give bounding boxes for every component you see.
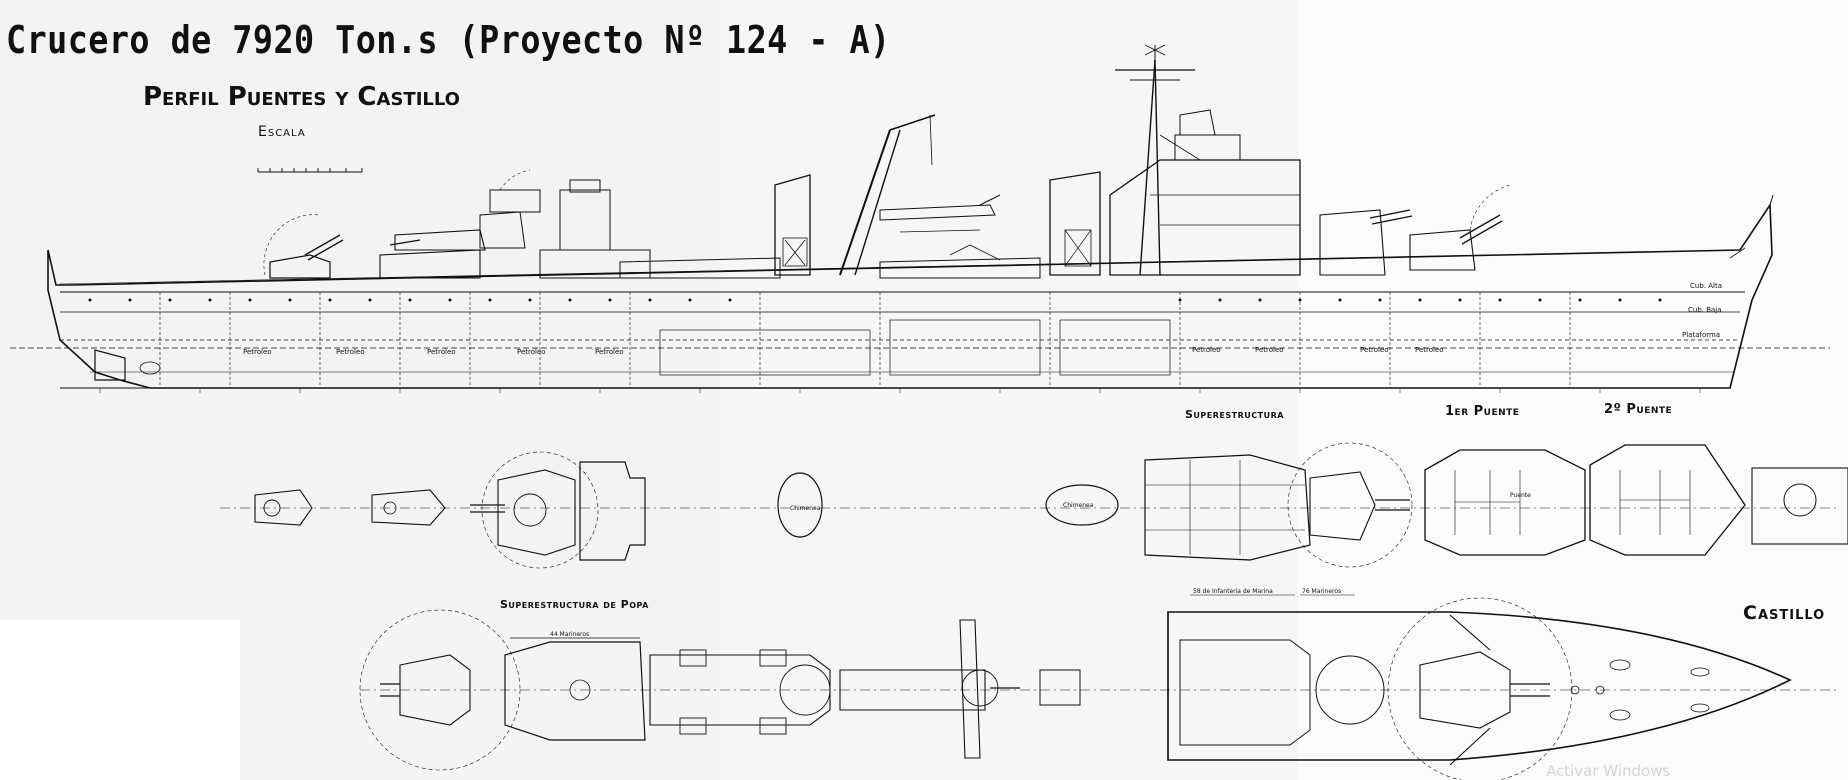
label-marineros-44: 44 Marineros	[550, 631, 589, 638]
label-chimenea-fwd: Chimenea	[1063, 502, 1094, 509]
label-infanteria: 58 de Infanteria de Marina	[1193, 588, 1273, 595]
section-superestructura: Superestructura	[1185, 408, 1284, 421]
section-primer-puente: 1er Puente	[1445, 404, 1520, 419]
plan-views	[220, 442, 1848, 569]
label-petroleo-7: Petroleo	[1255, 346, 1284, 354]
scan-panel-right	[1298, 0, 1848, 780]
scan-panel-middle	[720, 0, 1300, 780]
scan-panel-left	[0, 0, 720, 620]
label-petroleo-1: Petroleo	[243, 348, 272, 356]
label-petroleo-3: Petroleo	[427, 348, 456, 356]
drawing-subtitle: Perfil Puentes y Castillo	[143, 82, 460, 112]
label-petroleo-6: Petroleo	[1192, 346, 1221, 354]
label-cub-alta: Cub. Alta	[1690, 282, 1722, 290]
label-chimenea-aft: Chimenea	[790, 505, 821, 512]
label-plataforma: Plataforma	[1682, 331, 1720, 339]
drawing-title: Crucero de 7920 Ton.s (Proyecto Nº 124 -…	[6, 18, 891, 62]
scale-bar	[257, 168, 363, 173]
windows-activation-watermark: Activar Windows	[1546, 762, 1671, 780]
label-petroleo-9: Petroleo	[1415, 346, 1444, 354]
label-marineros-76: 76 Marineros	[1302, 588, 1341, 595]
ship-profile	[10, 44, 1830, 393]
section-castillo: Castillo	[1743, 602, 1826, 624]
section-superestructura-popa: Superestructura de Popa	[500, 598, 649, 611]
section-segundo-puente: 2º Puente	[1604, 402, 1673, 417]
label-petroleo-2: Petroleo	[336, 348, 365, 356]
scale-label: Escala	[258, 124, 306, 140]
label-cub-baja: Cub. Baja	[1688, 306, 1722, 314]
label-petroleo-5: Petroleo	[595, 348, 624, 356]
label-petroleo-4: Petroleo	[517, 348, 546, 356]
label-petroleo-8: Petroleo	[1360, 346, 1389, 354]
deck-plan	[359, 594, 1840, 780]
label-puente: Puente	[1510, 492, 1531, 499]
scan-panel-corner	[0, 620, 240, 780]
